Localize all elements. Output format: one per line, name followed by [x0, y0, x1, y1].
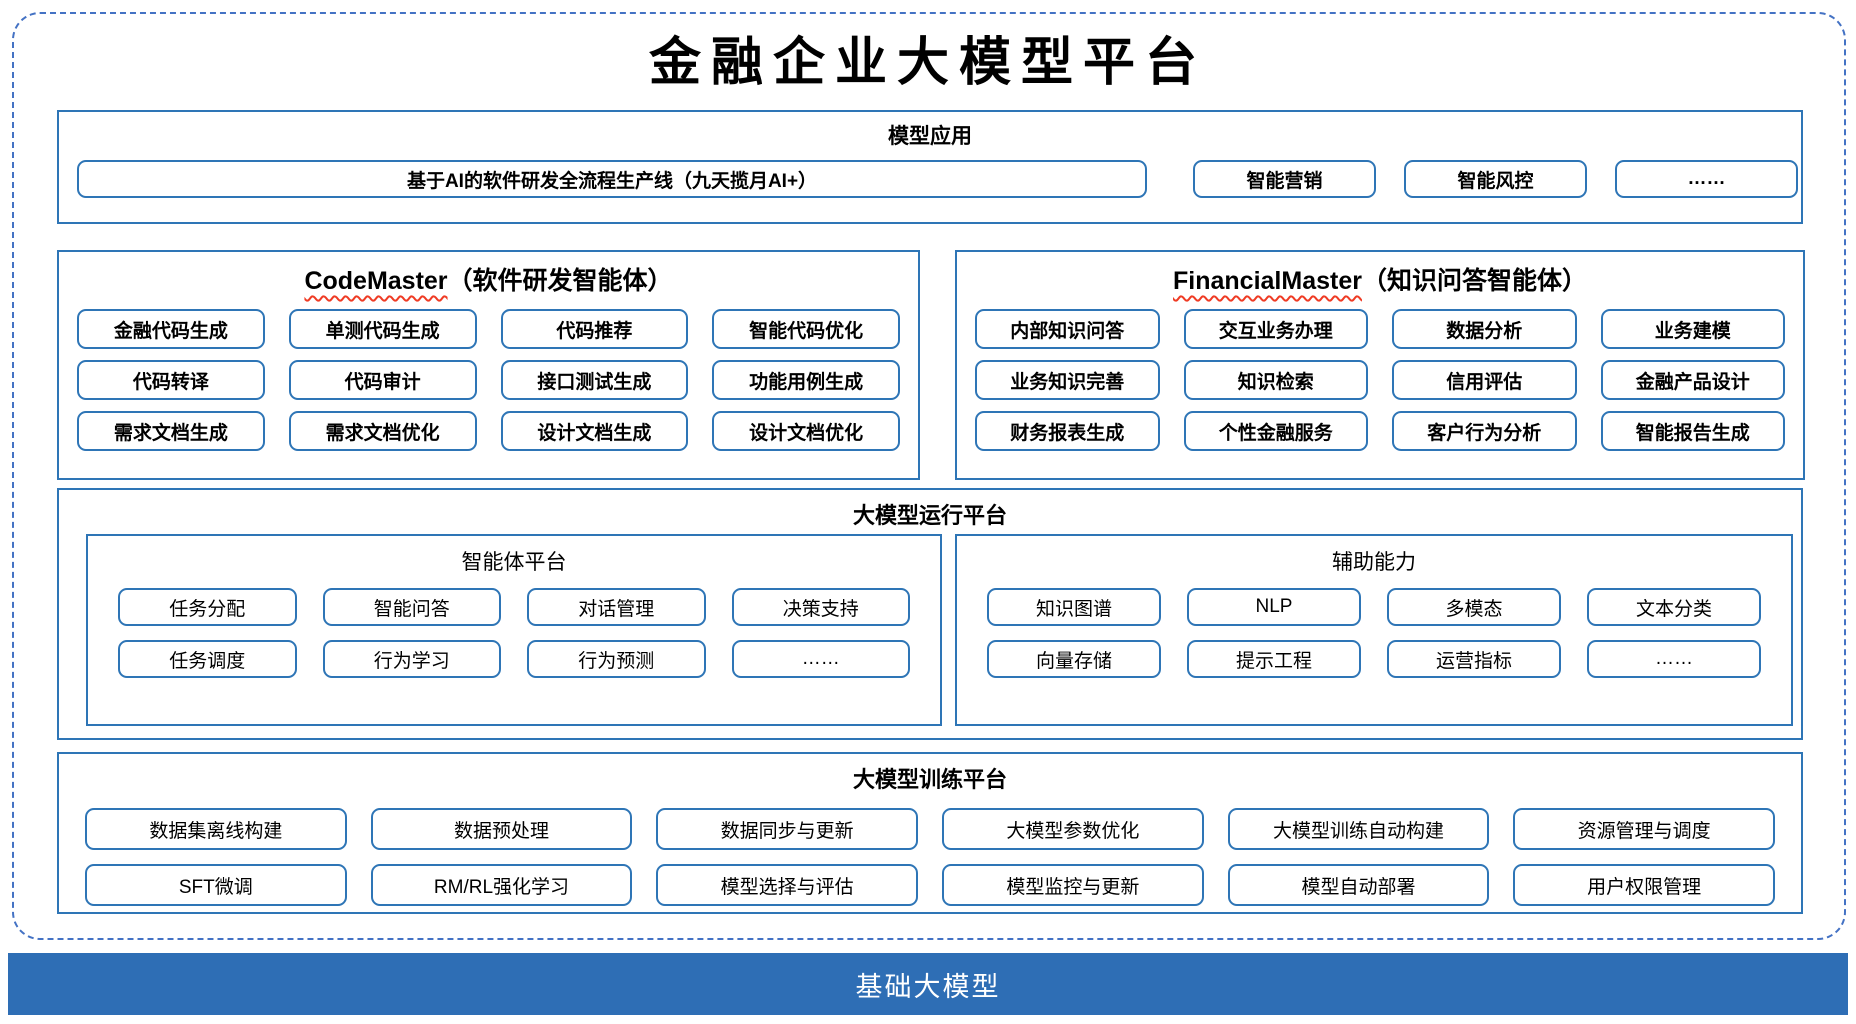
item-chip: 用户权限管理 [1513, 864, 1775, 906]
item-chip: 知识检索 [1183, 360, 1368, 400]
agent-platform-grid: 任务分配智能问答对话管理决策支持任务调度行为学习行为预测 …… [88, 576, 940, 678]
model-applications-items: 智能营销智能风控 …… [1193, 160, 1798, 198]
model-applications-row: 基于AI的软件研发全流程生产线（九天揽月AI+） 智能营销智能风控 …… [59, 150, 1801, 198]
item-chip: 向量存储 [987, 640, 1161, 678]
item-chip: 个性金融服务 [1183, 411, 1368, 451]
item-chip: 代码审计 [288, 360, 477, 400]
item-chip: 金融代码生成 [77, 309, 265, 349]
item-chip: 业务建模 [1600, 309, 1785, 349]
financial-master-title-zh: （知识问答智能体） [1361, 267, 1587, 295]
aux-ability-grid: 知识图谱 NLP 多模态文本分类向量存储提示工程运营指标 …… [957, 576, 1791, 678]
item-chip: RM/RL强化学习 [370, 864, 633, 906]
item-chip: 智能问答 [322, 588, 501, 626]
item-chip: 设计文档优化 [712, 411, 900, 451]
item-chip: 决策支持 [731, 588, 910, 626]
item-chip: 行为学习 [322, 640, 501, 678]
financial-master-title: FinancialMaster（知识问答智能体） [957, 252, 1803, 297]
section-model-applications: 模型应用 基于AI的软件研发全流程生产线（九天揽月AI+） 智能营销智能风控 …… [57, 110, 1803, 224]
section-model-applications-header: 模型应用 [888, 125, 972, 148]
agent-platform-box: 智能体平台 任务分配智能问答对话管理决策支持任务调度行为学习行为预测 …… [86, 534, 942, 726]
item-chip: 数据分析 [1392, 309, 1577, 349]
item-chip: 大模型训练自动构建 [1227, 808, 1490, 850]
item-chip: 任务分配 [118, 588, 297, 626]
item-chip: 需求文档优化 [288, 411, 477, 451]
item-chip: SFT微调 [85, 864, 347, 906]
item-chip: 数据同步与更新 [656, 808, 918, 850]
item-chip: 模型自动部署 [1227, 864, 1490, 906]
item-chip: 智能报告生成 [1600, 411, 1785, 451]
base-model-bar: 基础大模型 [8, 953, 1848, 1015]
train-platform-grid: 数据集离线构建数据预处理数据同步与更新大模型参数优化大模型训练自动构建资源管理与… [59, 794, 1801, 906]
code-master-title-en: CodeMaster [304, 267, 448, 295]
item-chip: 财务报表生成 [975, 411, 1160, 451]
code-master-title: CodeMaster（软件研发智能体） [59, 252, 918, 297]
item-chip: 运营指标 [1387, 640, 1561, 678]
item-chip: 模型选择与评估 [656, 864, 918, 906]
page-title: 金融企业大模型平台 [648, 32, 1207, 93]
item-chip: 模型监控与更新 [941, 864, 1204, 906]
item-chip: 对话管理 [527, 588, 706, 626]
item-chip: 业务知识完善 [975, 360, 1160, 400]
item-chip: 文本分类 [1587, 588, 1761, 626]
item-chip: …… [731, 640, 910, 678]
run-platform-header: 大模型运行平台 [852, 503, 1007, 528]
item-chip: 代码转译 [77, 360, 265, 400]
item-chip: 信用评估 [1392, 360, 1577, 400]
item-chip: 数据集离线构建 [85, 808, 347, 850]
item-chip: 智能风控 [1404, 160, 1587, 198]
item-chip: 知识图谱 [987, 588, 1161, 626]
item-chip: …… [1587, 640, 1761, 678]
item-chip: 功能用例生成 [712, 360, 900, 400]
item-chip: 提示工程 [1187, 640, 1361, 678]
item-chip: 大模型参数优化 [941, 808, 1204, 850]
aux-ability-box: 辅助能力 知识图谱 NLP 多模态文本分类向量存储提示工程运营指标 …… [955, 534, 1793, 726]
item-chip: 代码推荐 [500, 309, 689, 349]
agent-platform-title: 智能体平台 [461, 551, 567, 574]
section-train-platform: 大模型训练平台 数据集离线构建数据预处理数据同步与更新大模型参数优化大模型训练自… [57, 752, 1803, 914]
item-chip: 行为预测 [527, 640, 706, 678]
item-chip: 设计文档生成 [500, 411, 689, 451]
item-chip: 单测代码生成 [288, 309, 477, 349]
aux-ability-title: 辅助能力 [1332, 551, 1416, 574]
train-platform-header: 大模型训练平台 [852, 767, 1007, 792]
item-chip: 金融产品设计 [1600, 360, 1785, 400]
financial-master-title-en: FinancialMaster [1173, 267, 1362, 295]
section-run-platform: 大模型运行平台 智能体平台 任务分配智能问答对话管理决策支持任务调度行为学习行为… [57, 488, 1803, 740]
item-chip: 客户行为分析 [1392, 411, 1577, 451]
item-chip: 数据预处理 [370, 808, 633, 850]
item-chip: 资源管理与调度 [1513, 808, 1775, 850]
item-chip: 任务调度 [118, 640, 297, 678]
section-financial-master: FinancialMaster（知识问答智能体） 内部知识问答交互业务办理数据分… [955, 250, 1805, 480]
app-chip-pipeline: 基于AI的软件研发全流程生产线（九天揽月AI+） [77, 160, 1147, 198]
item-chip: 智能代码优化 [712, 309, 900, 349]
item-chip: 接口测试生成 [500, 360, 689, 400]
item-chip: …… [1615, 160, 1798, 198]
item-chip: 内部知识问答 [975, 309, 1160, 349]
item-chip: 交互业务办理 [1183, 309, 1368, 349]
section-code-master: CodeMaster（软件研发智能体） 金融代码生成单测代码生成代码推荐智能代码… [57, 250, 920, 480]
code-master-title-zh: （软件研发智能体） [447, 267, 673, 295]
item-chip: NLP [1187, 588, 1361, 626]
financial-master-grid: 内部知识问答交互业务办理数据分析业务建模业务知识完善知识检索信用评估金融产品设计… [957, 297, 1803, 451]
item-chip: 多模态 [1387, 588, 1561, 626]
item-chip: 智能营销 [1193, 160, 1376, 198]
base-model-bar-label: 基础大模型 [855, 971, 1001, 1002]
item-chip: 需求文档生成 [77, 411, 265, 451]
code-master-grid: 金融代码生成单测代码生成代码推荐智能代码优化代码转译代码审计接口测试生成功能用例… [59, 297, 918, 451]
